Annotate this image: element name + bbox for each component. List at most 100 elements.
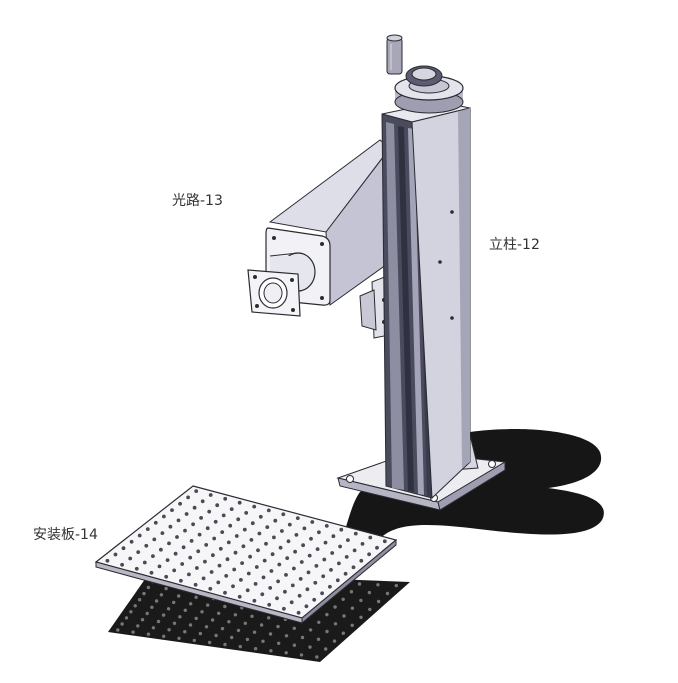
plate-hole [173, 551, 178, 556]
shadow-hole [204, 625, 209, 629]
plate-hole [149, 570, 154, 575]
plate-hole [232, 567, 237, 572]
plate-hole [292, 566, 296, 571]
shadow-hole [133, 604, 137, 608]
shadow-hole [183, 608, 187, 612]
plate-hole [289, 600, 294, 605]
shadow-hole [259, 623, 264, 627]
shadow-hole [292, 626, 296, 630]
shadow-hole [124, 616, 129, 620]
plate-hole [215, 503, 220, 508]
shadow-hole [238, 644, 242, 649]
plate-hole [262, 558, 267, 563]
shadow-hole [146, 632, 151, 636]
plate-hole [200, 499, 205, 504]
plate-hole [157, 564, 162, 569]
optical-path-label: 光路-13 [172, 193, 223, 209]
plate-hole [323, 540, 328, 545]
shadow-hole [299, 653, 304, 657]
plate-hole [273, 518, 278, 523]
plate-hole [264, 541, 268, 546]
plate-hole [304, 604, 309, 609]
shadow-hole [245, 637, 250, 642]
plate-hole [297, 593, 302, 598]
shadow-hole [136, 624, 140, 628]
shadow-hole [142, 591, 146, 596]
plate-hole [176, 518, 181, 523]
plate-hole [228, 523, 233, 528]
plate-hole [160, 531, 165, 535]
plate-hole [258, 514, 263, 519]
shadow-hole [332, 639, 337, 643]
plate-hole [231, 584, 235, 589]
shadow-hole [214, 633, 218, 638]
shadow-hole [164, 586, 168, 591]
plate-hole [186, 495, 191, 500]
column-shadow [335, 429, 604, 565]
shadow-hole [154, 599, 159, 603]
plate-hole [253, 582, 258, 586]
plate-hole [276, 579, 280, 584]
plate-hole [229, 507, 234, 511]
shadow-hole [177, 594, 181, 598]
plate-hole [105, 558, 110, 563]
plate-hole [254, 565, 259, 569]
plate-hole [242, 527, 247, 532]
plate-hole [223, 590, 227, 595]
plate-hole [113, 552, 118, 557]
plate-hole [136, 550, 141, 554]
plate-hole [321, 574, 326, 579]
shadow-hole [292, 643, 297, 647]
plate-hole [129, 539, 134, 544]
plate-hole [312, 597, 317, 602]
plate-hole [237, 594, 242, 599]
plate-hole [170, 508, 174, 512]
plate-hole [189, 539, 194, 543]
plate-hole [244, 511, 249, 515]
mounting-plate [94, 485, 398, 625]
shadow-hole [253, 647, 258, 651]
handwheel [386, 34, 464, 114]
shadow-hole [350, 623, 354, 627]
plate-hole [187, 572, 191, 577]
shadow-hole [189, 602, 193, 606]
plate-hole [197, 532, 202, 537]
shadow-hole [357, 582, 362, 586]
plate-hole [367, 552, 371, 557]
shadow-hole [284, 651, 288, 655]
plate-hole [338, 544, 342, 549]
plate-hole [284, 573, 288, 577]
plate-hole [315, 547, 320, 551]
shadow-hole [308, 628, 313, 632]
shadow-hole [207, 640, 212, 645]
plate-hole [208, 586, 213, 591]
plate-hole [270, 552, 275, 557]
plate-hole [213, 519, 218, 524]
plate-hole [313, 580, 318, 585]
shadow-hole [316, 637, 321, 641]
plate-hole [233, 550, 238, 555]
shadow-hole [227, 620, 231, 624]
plate-hole [216, 580, 221, 585]
plate-hole [299, 560, 304, 564]
shadow-hole [268, 632, 273, 636]
plate-hole [192, 505, 197, 510]
plate-hole [201, 576, 206, 581]
plate-hole [199, 516, 204, 520]
shadow-hole [188, 623, 193, 627]
plate-hole [280, 529, 284, 533]
shadow-hole [368, 607, 372, 612]
plate-hole [207, 509, 212, 514]
shadow-hole [178, 615, 182, 619]
shadow-hole [210, 618, 215, 622]
plate-hole [375, 545, 379, 550]
plate-hole [294, 533, 299, 537]
plate-hole [212, 536, 217, 541]
plate-hole [286, 539, 291, 544]
shadow-hole [194, 595, 198, 599]
plate-hole [164, 574, 169, 579]
plate-hole [188, 555, 193, 560]
shadow-hole [300, 635, 305, 640]
shadow-hole [267, 616, 271, 620]
